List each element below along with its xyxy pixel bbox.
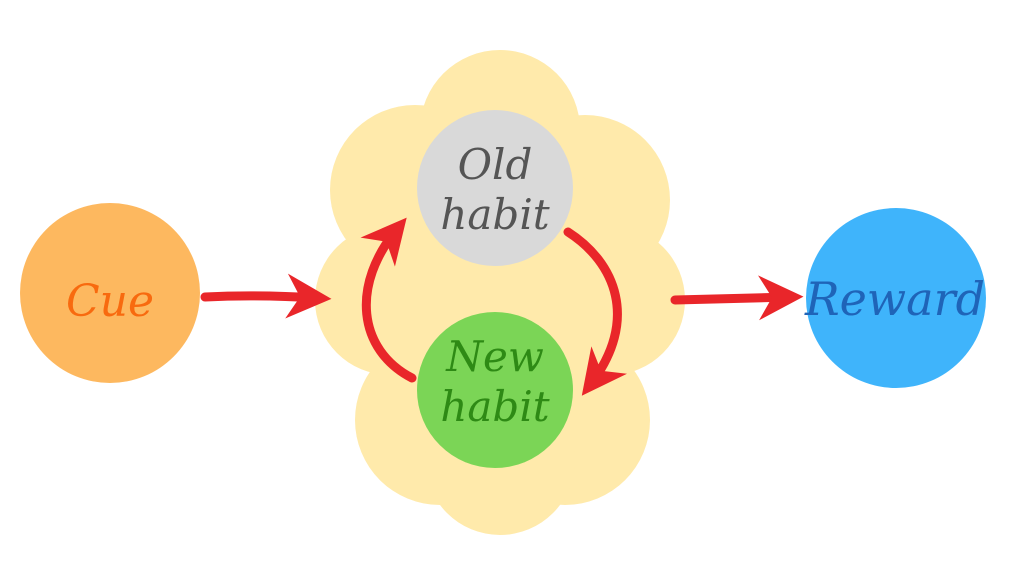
new-habit-label: New habit [420, 332, 570, 432]
new-habit-line2: habit [440, 382, 550, 431]
old-habit-line1: Old [457, 140, 533, 189]
reward-label: Reward [790, 276, 1000, 322]
old-habit-node [417, 110, 573, 266]
new-habit-node [417, 312, 573, 468]
old-habit-label: Old habit [420, 140, 570, 240]
cue-label: Cue [20, 280, 200, 324]
cue-to-habit-arrow [200, 273, 332, 319]
old-to-new-arrow [563, 227, 628, 396]
reward-node [806, 208, 986, 388]
reward-label-text: Reward [804, 272, 986, 326]
habit-to-reward-arrow [670, 275, 804, 321]
cue-label-text: Cue [65, 276, 155, 327]
cue-node [20, 203, 200, 383]
new-habit-line1: New [446, 332, 544, 381]
old-habit-line2: habit [440, 190, 550, 239]
new-to-old-arrow [360, 217, 417, 383]
